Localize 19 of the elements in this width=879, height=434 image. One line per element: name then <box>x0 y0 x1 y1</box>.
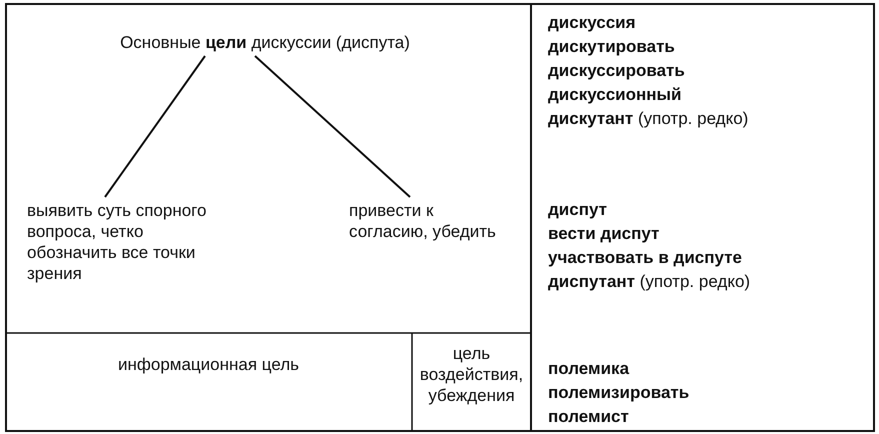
connector-line <box>254 55 411 198</box>
term-text: полемист <box>548 406 630 427</box>
goal-text: выявить суть спорного вопроса, четко обозначить все точки зрения <box>27 200 237 284</box>
term-text: дискутант (употр. редко) <box>548 108 750 129</box>
term-text: диспутант (употр. редко) <box>548 271 752 292</box>
heading-text: Основные цели дискуссии (диспута) <box>30 32 500 53</box>
term-text: дискуссировать <box>548 60 686 81</box>
goal-type-text: цель воздействия, убеждения <box>418 343 524 406</box>
term-text: полемика <box>548 358 630 379</box>
term-text: дискутировать <box>548 36 676 57</box>
term-text: дискуссионный <box>548 84 682 105</box>
goal-type-text: информационная цель <box>117 354 300 375</box>
term-text: вести диспут <box>548 223 660 244</box>
term-text: диспут <box>548 199 608 220</box>
term-text: участвовать в диспуте <box>548 247 743 268</box>
term-text: полемизировать <box>548 382 690 403</box>
goal-text: привести к согласию, убедить <box>349 200 499 242</box>
term-text: дискуссия <box>548 12 637 33</box>
connector-line <box>104 55 206 198</box>
